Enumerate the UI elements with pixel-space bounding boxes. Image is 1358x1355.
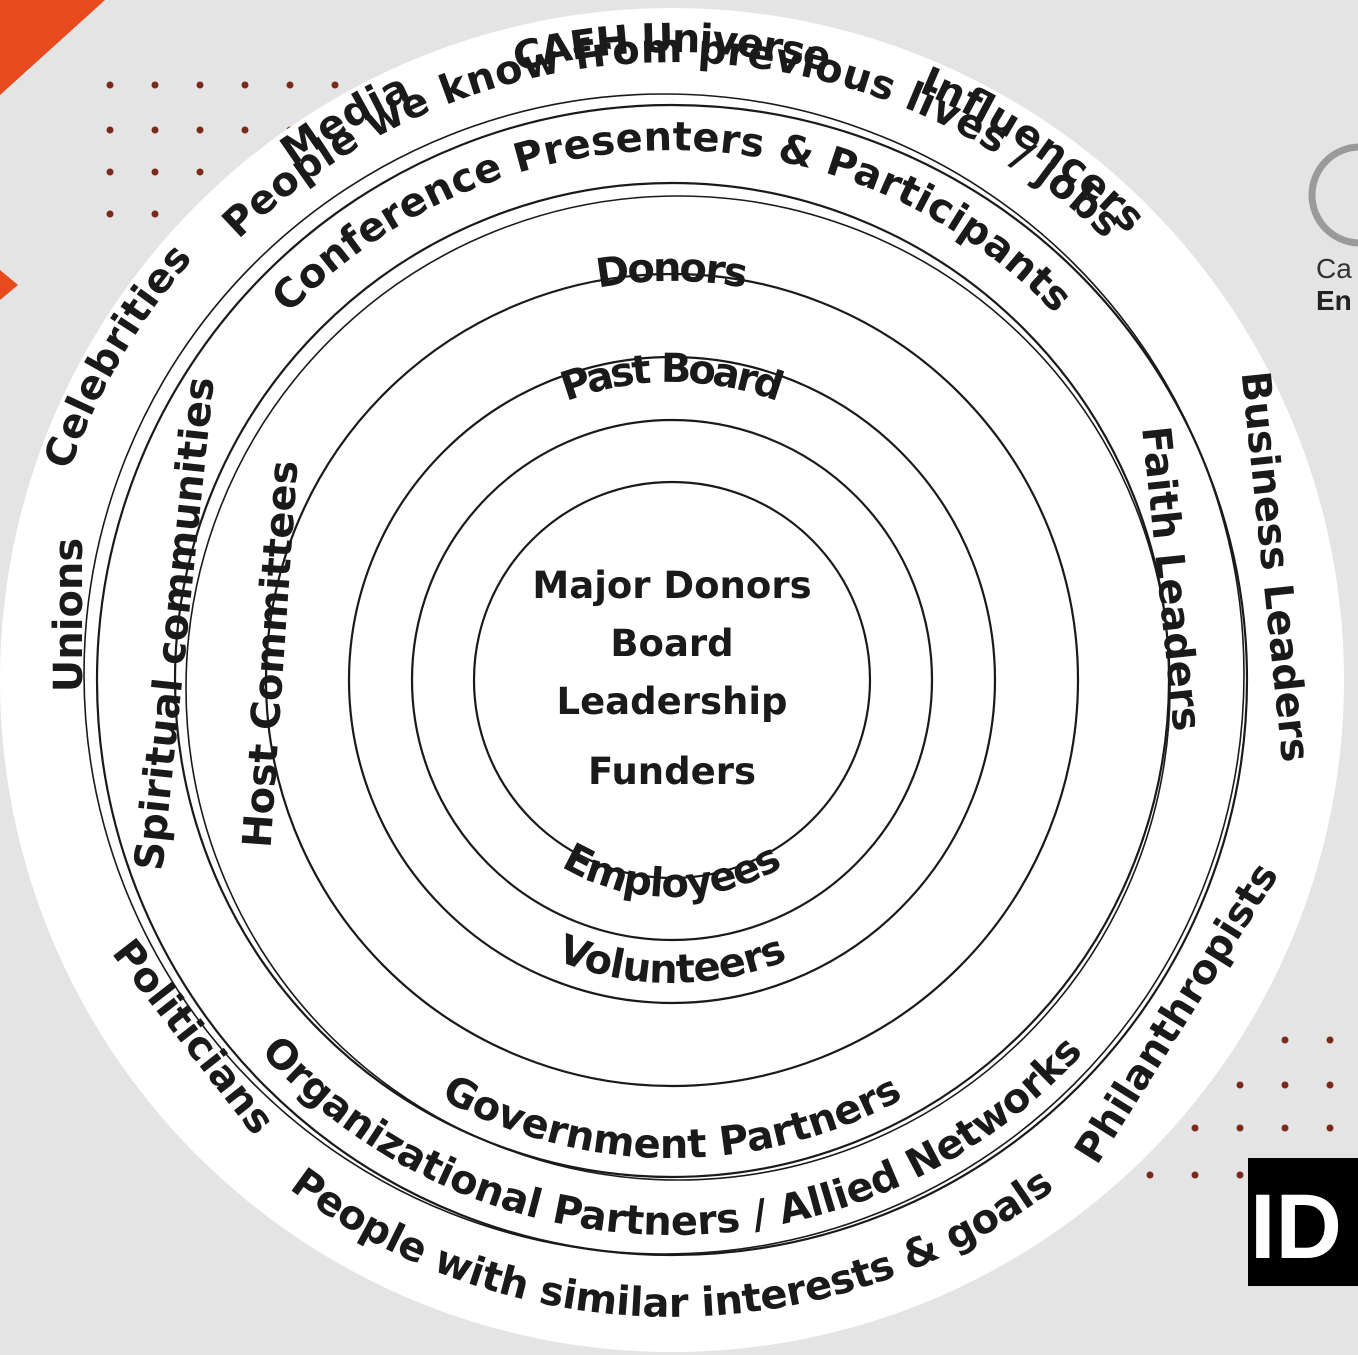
decor-dot [151,168,159,176]
decor-dot [1236,1124,1244,1132]
center-board: Board [610,622,733,665]
decor-dot [1281,1081,1289,1089]
dot-pattern-bottom-right [1146,1036,1334,1179]
decor-dot [1326,1081,1334,1089]
ring-outline-5 [347,355,997,1005]
decor-dot [196,81,204,89]
outer-disc [0,8,1344,1352]
orange-side-shape [0,270,18,300]
label-donors: Donors [593,245,751,298]
decor-dot [1191,1124,1199,1132]
decor-dot [286,81,294,89]
ring-thin-outlines [83,93,1245,1255]
decor-dot [1191,1171,1199,1179]
decor-dot [1281,1124,1289,1132]
orange-corner-shape [0,0,105,95]
decor-dot [1146,1171,1154,1179]
label-unions: Unions [46,538,92,692]
ring-outline-4 [264,272,1080,1088]
ring-thin-outline-b [185,195,1171,1181]
decor-dot [1326,1036,1334,1044]
decor-dot [1236,1081,1244,1089]
ring-outline-2 [95,103,1249,1257]
logo-text-line2: En [1316,285,1352,316]
logo-text-line1: Ca [1316,253,1352,284]
ring-thin-outline-a [83,93,1245,1255]
ring-outline-3 [173,181,1171,1179]
center-funders: Funders [588,750,756,793]
decor-dot [241,126,249,134]
decor-dot [151,210,159,218]
ring-outlines [95,103,1249,1257]
id-badge [1248,1158,1358,1286]
decor-dot [196,126,204,134]
decor-dot [196,168,204,176]
decor-dot [1236,1171,1244,1179]
decor-dot [1281,1036,1289,1044]
decor-dot [106,126,114,134]
center-leadership: Leadership [557,680,788,723]
center-major-donors: Major Donors [532,564,811,607]
decor-dot [331,81,339,89]
decor-dot [151,126,159,134]
decor-dot [151,81,159,89]
logo-ring-icon [1308,143,1358,247]
decor-dot [106,210,114,218]
decor-dot [241,81,249,89]
id-badge-text: ID [1250,1176,1342,1278]
ring-outline-6 [410,418,934,942]
decor-dot [1326,1124,1334,1132]
ring-outline-7 [472,480,872,880]
decor-dot [106,168,114,176]
decor-dot [106,81,114,89]
